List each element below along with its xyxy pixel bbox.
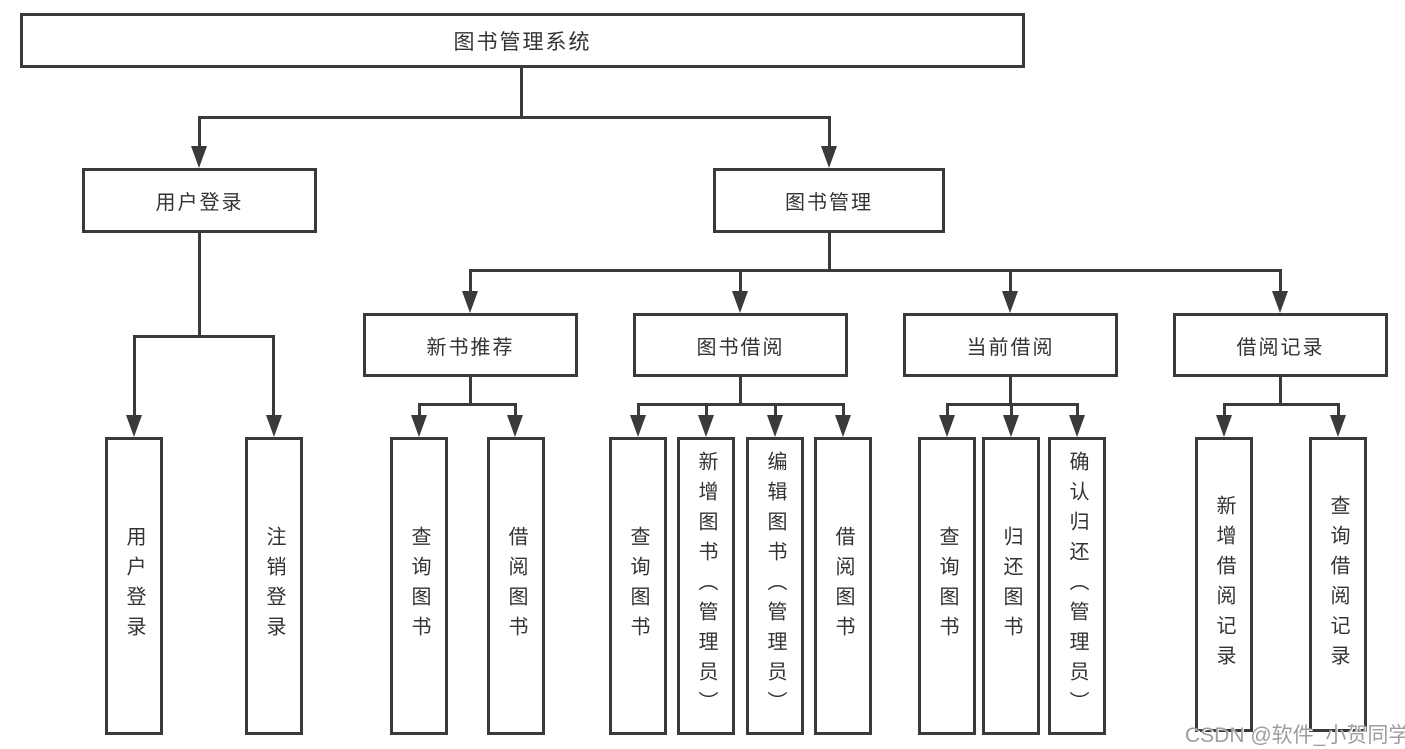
leaf-borrow-books-borrowing: 借阅图书 (814, 437, 872, 735)
connector-l3-stem (469, 269, 472, 293)
leaf-label: 确认归还（管理员） (1066, 451, 1088, 721)
leaf-label: 新增图书（管理员） (695, 451, 717, 721)
leaf-borrow-books-recommend: 借阅图书 (487, 437, 545, 735)
leaf-query-books-current: 查询图书 (918, 437, 976, 735)
connector-recommend-bar (418, 403, 517, 406)
arrow-down-icon (411, 415, 427, 437)
leaf-label: 借阅图书 (505, 526, 527, 646)
arrow-down-icon (507, 415, 523, 437)
leaf-label: 新增借阅记录 (1213, 494, 1235, 675)
arrow-down-icon (1330, 415, 1346, 437)
leaf-logout: 注销登录 (245, 437, 303, 735)
connector-l3-stem (1279, 269, 1282, 293)
node-label: 当前借阅 (966, 336, 1055, 359)
connector-recommend-trunk (469, 377, 472, 406)
connector-leaf-stem (774, 403, 777, 417)
connector-user-login-trunk (198, 233, 201, 337)
connector-borrowing-trunk (739, 377, 742, 406)
arrow-down-icon (1216, 415, 1232, 437)
node-label: 图书借阅 (696, 336, 785, 359)
connector-level3-bar (469, 269, 1281, 272)
leaf-label: 查询图书 (627, 526, 649, 646)
node-borrowing-records: 借阅记录 (1173, 313, 1388, 377)
leaf-confirm-return-admin: 确认归还（管理员） (1048, 437, 1106, 735)
leaf-add-borrow-record: 新增借阅记录 (1195, 437, 1253, 732)
arrow-down-icon (191, 146, 207, 168)
node-label: 借阅记录 (1236, 336, 1325, 359)
node-user-login-branch: 用户登录 (82, 168, 317, 233)
connector-leaf-stem (418, 403, 421, 417)
connector-current-trunk (1009, 377, 1012, 406)
arrow-down-icon (698, 415, 714, 437)
connector-leaf-stem (133, 335, 136, 417)
leaf-edit-books-admin: 编辑图书（管理员） (746, 437, 804, 735)
connector-leaf-stem (842, 403, 845, 417)
leaf-query-books-recommend: 查询图书 (390, 437, 448, 735)
arrow-down-icon (266, 415, 282, 437)
connector-level1-bar (198, 116, 831, 119)
arrow-down-icon (1069, 415, 1085, 437)
leaf-label: 归还图书 (1000, 526, 1022, 646)
connector-leaf-stem (637, 403, 640, 417)
connector-user-login-bar (133, 335, 275, 338)
node-new-book-recommend: 新书推荐 (363, 313, 578, 377)
connector-leaf-stem (272, 335, 275, 417)
connector-records-bar (1223, 403, 1340, 406)
connector-borrowing-bar (637, 403, 844, 406)
arrow-down-icon (821, 146, 837, 168)
connector-user-login-stem (198, 116, 201, 148)
leaf-user-login: 用户登录 (105, 437, 163, 735)
arrow-down-icon (630, 415, 646, 437)
connector-l3-stem (739, 269, 742, 293)
connector-book-mgmt-trunk (828, 233, 831, 272)
node-label: 图书管理 (785, 192, 873, 214)
arrow-down-icon (835, 415, 851, 437)
connector-book-mgmt-stem (828, 116, 831, 148)
connector-leaf-stem (514, 403, 517, 417)
connector-leaf-stem (1223, 403, 1226, 417)
leaf-query-books-borrowing: 查询图书 (609, 437, 667, 735)
arrow-down-icon (126, 415, 142, 437)
node-book-borrowing: 图书借阅 (633, 313, 848, 377)
arrow-down-icon (732, 291, 748, 313)
leaf-label: 编辑图书（管理员） (764, 451, 786, 721)
leaf-label: 借阅图书 (832, 526, 854, 646)
arrow-down-icon (939, 415, 955, 437)
connector-records-trunk (1279, 377, 1282, 406)
leaf-label: 查询图书 (936, 526, 958, 646)
leaf-label: 用户登录 (123, 526, 145, 646)
arrow-down-icon (462, 291, 478, 313)
connector-leaf-stem (1076, 403, 1079, 417)
node-root-label: 图书管理系统 (453, 30, 592, 54)
arrow-down-icon (1002, 291, 1018, 313)
node-book-management: 图书管理 (713, 168, 945, 233)
arrow-down-icon (1272, 291, 1288, 313)
leaf-query-borrow-record: 查询借阅记录 (1309, 437, 1367, 732)
leaf-label: 查询借阅记录 (1327, 494, 1349, 675)
csdn-watermark: CSDN @软件_小贺同学 (1185, 724, 1405, 747)
node-label: 新书推荐 (426, 336, 515, 359)
connector-l3-stem (1009, 269, 1012, 293)
connector-leaf-stem (1337, 403, 1340, 417)
leaf-add-books-admin: 新增图书（管理员） (677, 437, 735, 735)
arrow-down-icon (1003, 415, 1019, 437)
node-current-borrowing: 当前借阅 (903, 313, 1118, 377)
node-label: 用户登录 (155, 192, 244, 214)
connector-leaf-stem (946, 403, 949, 417)
connector-leaf-stem (705, 403, 708, 417)
leaf-label: 查询图书 (408, 526, 430, 646)
leaf-return-books: 归还图书 (982, 437, 1040, 735)
node-root: 图书管理系统 (20, 13, 1025, 68)
connector-leaf-stem (1010, 403, 1013, 417)
arrow-down-icon (767, 415, 783, 437)
connector-root-stem (520, 67, 523, 118)
leaf-label: 注销登录 (263, 526, 285, 646)
